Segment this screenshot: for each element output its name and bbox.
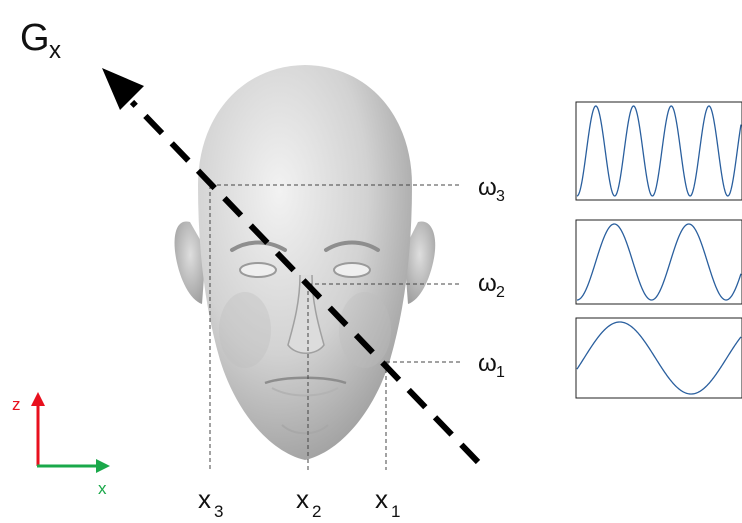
left-cheek-shade bbox=[219, 292, 271, 368]
x2-main: x bbox=[296, 484, 309, 514]
gradient-arrow-head bbox=[102, 68, 144, 110]
omega2-main: ω bbox=[478, 270, 497, 297]
x-axis-arrowhead bbox=[96, 459, 110, 473]
waveform-omega1 bbox=[575, 317, 742, 399]
waveform-omega3-frame bbox=[575, 101, 742, 201]
nose bbox=[287, 274, 325, 354]
left-eye bbox=[239, 262, 277, 278]
z-axis-arrowhead bbox=[31, 392, 45, 406]
waveform-omega3 bbox=[575, 101, 742, 201]
head-shape bbox=[198, 65, 412, 460]
omega1-main: ω bbox=[478, 350, 497, 377]
x3-main: x bbox=[198, 484, 211, 514]
head-illustration bbox=[174, 65, 436, 460]
right-eye bbox=[333, 262, 371, 278]
x3-sub: 3 bbox=[214, 502, 223, 521]
reference-lines bbox=[209, 184, 462, 470]
omega2-sub: 2 bbox=[496, 284, 505, 301]
omega3-main: ω bbox=[478, 174, 497, 201]
left-brow bbox=[230, 240, 287, 252]
waveform-omega3-curve bbox=[576, 105, 742, 197]
frequency-labels: ω 3 ω 2 ω 1 bbox=[478, 174, 505, 381]
right-ear bbox=[404, 221, 436, 304]
waveform-omega2-frame bbox=[575, 219, 742, 305]
x2-sub: 2 bbox=[312, 502, 321, 521]
right-brow bbox=[324, 240, 380, 252]
x1-sub: 1 bbox=[391, 502, 400, 521]
omega1-sub: 1 bbox=[496, 364, 505, 381]
waveform-omega1-curve bbox=[576, 321, 742, 395]
waveform-omega2 bbox=[575, 219, 742, 305]
coordinate-axes: z x bbox=[12, 392, 110, 498]
gradient-arrow bbox=[102, 68, 481, 465]
omega3-sub: 3 bbox=[496, 188, 505, 205]
lower-lip bbox=[271, 387, 339, 397]
waveform-panels bbox=[575, 101, 742, 399]
chin bbox=[281, 424, 329, 435]
waveform-omega2-curve bbox=[576, 223, 742, 301]
left-ear bbox=[174, 221, 206, 304]
x-axis-label: x bbox=[98, 479, 107, 498]
z-axis-label: z bbox=[12, 395, 21, 414]
right-cheek-shade bbox=[339, 292, 391, 368]
gradient-label: G x bbox=[20, 17, 61, 64]
waveform-omega1-frame bbox=[575, 317, 742, 399]
gradient-label-sub: x bbox=[49, 37, 61, 64]
gradient-label-main: G bbox=[20, 17, 50, 59]
position-labels: x 3 x 2 x 1 bbox=[198, 484, 400, 521]
x1-main: x bbox=[375, 484, 388, 514]
mouth bbox=[264, 376, 347, 385]
gradient-arrow-shaft bbox=[129, 99, 481, 465]
